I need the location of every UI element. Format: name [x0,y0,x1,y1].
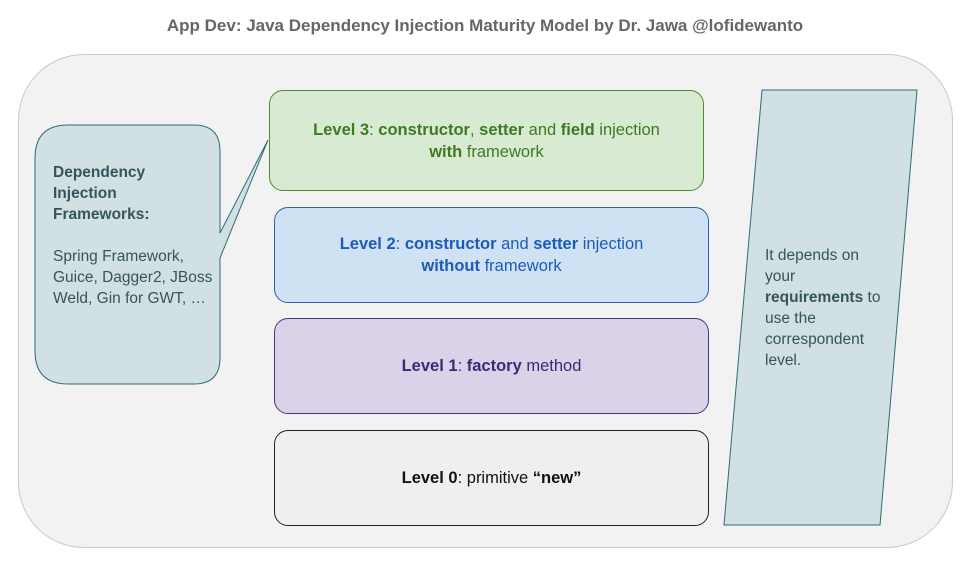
level-3-text-3: injection [594,120,660,139]
side-note-text-1: It depends on your [765,247,859,285]
level-3-with: with [429,142,463,161]
level-2-text-1: and [496,235,534,253]
level-3-name: Level 3 [313,120,370,139]
level-0-line-1: Level 0: primitive “new” [402,467,582,489]
level-3-box: Level 3: constructor, setter and field i… [269,90,704,191]
level-2-sep: : [395,235,405,253]
callout-body: Spring Framework, Guice, Dagger2, JBoss … [53,248,213,307]
level-1-text-1: method [521,357,582,375]
level-2-line-2: without framework [421,255,561,277]
level-0-sep: : primitive [457,469,533,487]
level-3-text-1: , [469,120,480,139]
level-1-box: Level 1: factory method [274,318,709,414]
level-3-text-4: framework [462,142,544,161]
level-0-new: “new” [532,469,582,487]
side-parallelogram [723,89,918,526]
level-2-constructor: constructor [404,235,497,253]
level-2-without: without [421,257,481,275]
level-3-line-2: with framework [429,141,544,163]
level-0-box: Level 0: primitive “new” [274,430,709,526]
callout-heading: Dependency Injection Frameworks: [53,164,150,223]
level-3-line-1: Level 3: constructor, setter and field i… [313,119,660,141]
level-3-sep: : [369,120,379,139]
level-0-name: Level 0 [401,469,458,487]
level-3-constructor: constructor [378,120,470,139]
diagram-title: App Dev: Java Dependency Injection Matur… [166,16,804,35]
callout-text: Dependency Injection Frameworks: Spring … [53,162,213,309]
level-3-setter: setter [479,120,525,139]
side-note-requirements: requirements [765,289,864,306]
level-1-factory: factory [466,357,522,375]
level-1-sep: : [457,357,467,375]
level-1-line-1: Level 1: factory method [402,355,582,377]
callout-bubble [34,124,269,385]
level-2-name: Level 2 [339,235,396,253]
level-2-text-2: injection [578,235,644,253]
level-2-setter: setter [533,235,579,253]
level-2-text-3: framework [480,257,562,275]
level-2-line-1: Level 2: constructor and setter injectio… [340,233,644,255]
level-1-name: Level 1 [401,357,458,375]
side-note-text-2: to use the correspondent level. [765,289,881,369]
level-3-text-2: and [524,120,561,139]
side-note: It depends on your requirements to use t… [765,245,890,371]
level-3-field: field [560,120,595,139]
level-2-box: Level 2: constructor and setter injectio… [274,207,709,303]
